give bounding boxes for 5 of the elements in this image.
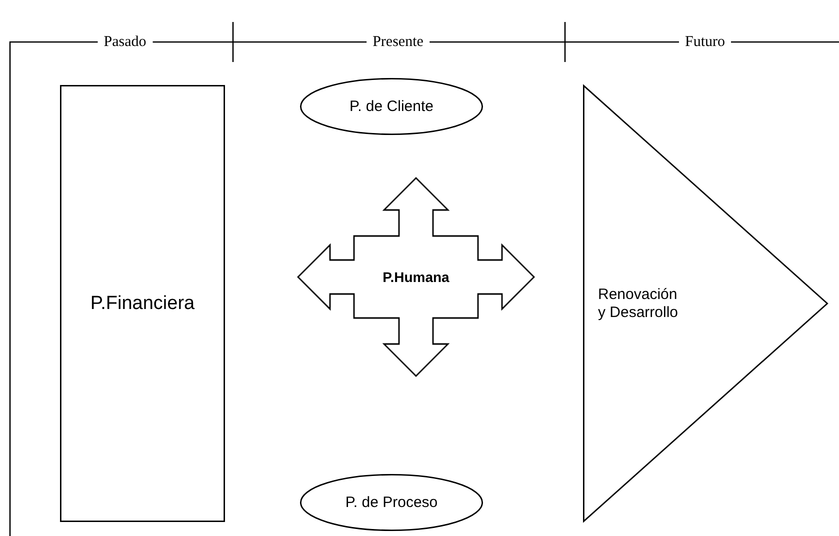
node-label: P. de Proceso [345,494,438,512]
node-label: Renovación y Desarrollo [598,286,680,321]
node-label: P. de Cliente [350,98,434,116]
node-label: P.Humana [382,268,450,286]
node-label: P.Financiera [90,292,195,314]
